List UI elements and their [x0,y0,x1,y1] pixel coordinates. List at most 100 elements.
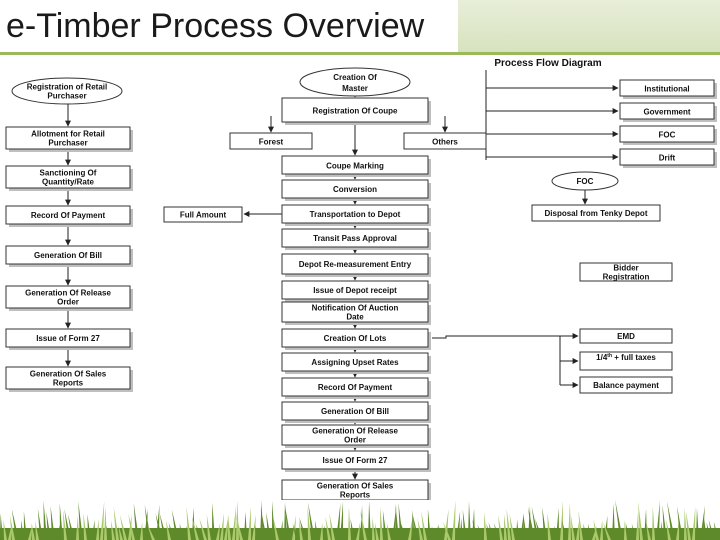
title-divider [0,52,720,55]
grass-blade [284,504,291,540]
retail-step-4: Record Of Payment [5,205,133,227]
node-shape [281,228,429,248]
node-label: Generation Of Bill [34,251,102,260]
grass-blade [106,525,111,540]
node-label: Balance payment [593,381,659,390]
grass-blade [325,517,331,540]
grass-blade [421,511,427,540]
main-step-13: Generation Of Bill [281,401,431,423]
node-shape [281,155,429,175]
grass-blade [462,509,467,540]
grass-blade [350,518,355,540]
grass-blade [314,520,319,540]
grass-blade [696,508,699,540]
grass-blade [636,511,639,540]
grass-blade [600,519,603,540]
node-shape [281,377,429,397]
grass-blade [254,524,259,540]
grass-blade [360,510,367,540]
category-3: FOC [619,125,717,145]
grass-blade [113,506,119,540]
retail-step-5: Generation Of Bill [5,245,133,267]
node-shape [281,97,429,123]
grass-blade [676,517,680,540]
grass-blade [528,505,531,540]
node-shape [281,280,429,300]
grass-blade [248,506,251,540]
grass-blade [431,525,435,540]
grass-blade [677,506,683,540]
branch-forest: Forest [229,132,313,150]
node-shape [5,328,131,348]
grass-blade [308,502,315,540]
grass-blade [456,511,461,540]
grass-blade [179,523,183,540]
node-shape [531,204,661,222]
grass-blade [110,520,115,540]
grass-blade [118,525,123,540]
grass-blade [706,522,711,540]
quarter-suffix: + full taxes [612,353,656,362]
grass-blade [631,523,635,540]
grass-blade [460,517,463,540]
grass-blade [260,500,263,540]
node-shape [281,352,429,372]
main-step-11: Assigning Upset Rates [281,352,431,374]
grass-blade [560,500,563,540]
node-label: Transportation to Depot [310,210,401,219]
grass-blade [576,521,579,540]
grass-blade [578,510,583,540]
grass-blade [417,517,423,540]
grass-blade [531,506,539,540]
node-shape [281,253,429,275]
node-shape [5,126,131,150]
grass-blade [87,514,91,540]
grass-blade [504,514,507,540]
grass-blade [307,506,311,540]
main-step-2: Registration Of Coupe [281,97,431,125]
node-label: Disposal from Tenky Depot [545,209,648,218]
node-label: Assigning Upset Rates [311,358,399,367]
grass-blade [336,502,341,540]
grass-blade [356,521,361,540]
grass-blade [438,523,443,540]
grass-blade [227,515,231,540]
grass-blade [20,519,23,540]
grass-blade [184,525,187,540]
grass-blade [708,519,715,540]
page-title: e-Timber Process Overview [0,0,458,52]
node-label: Record Of Payment [31,211,106,220]
diagram-heading: Process Flow Diagram [494,58,601,69]
grass-blade [340,501,344,540]
grass-blade [477,524,483,540]
grass-blade [603,522,611,540]
main-step-7: Depot Re-measurement Entry [281,253,431,277]
grass-blade [644,508,647,540]
grass-blade [368,500,371,540]
grass-blade [646,522,651,540]
grass-blade [684,507,687,540]
node-label: Conversion [333,185,377,194]
grass-blade [171,509,179,540]
quarter-fraction: 1/4 [596,353,608,362]
grass-blade [412,513,419,540]
grass-blade [235,514,243,540]
node-shape [5,165,131,189]
node-shape [579,376,673,394]
grass-blade [612,503,615,540]
grass-blade [625,522,631,540]
grass-blade [191,516,199,540]
node-shape [163,206,243,223]
grass-blade [656,500,660,540]
